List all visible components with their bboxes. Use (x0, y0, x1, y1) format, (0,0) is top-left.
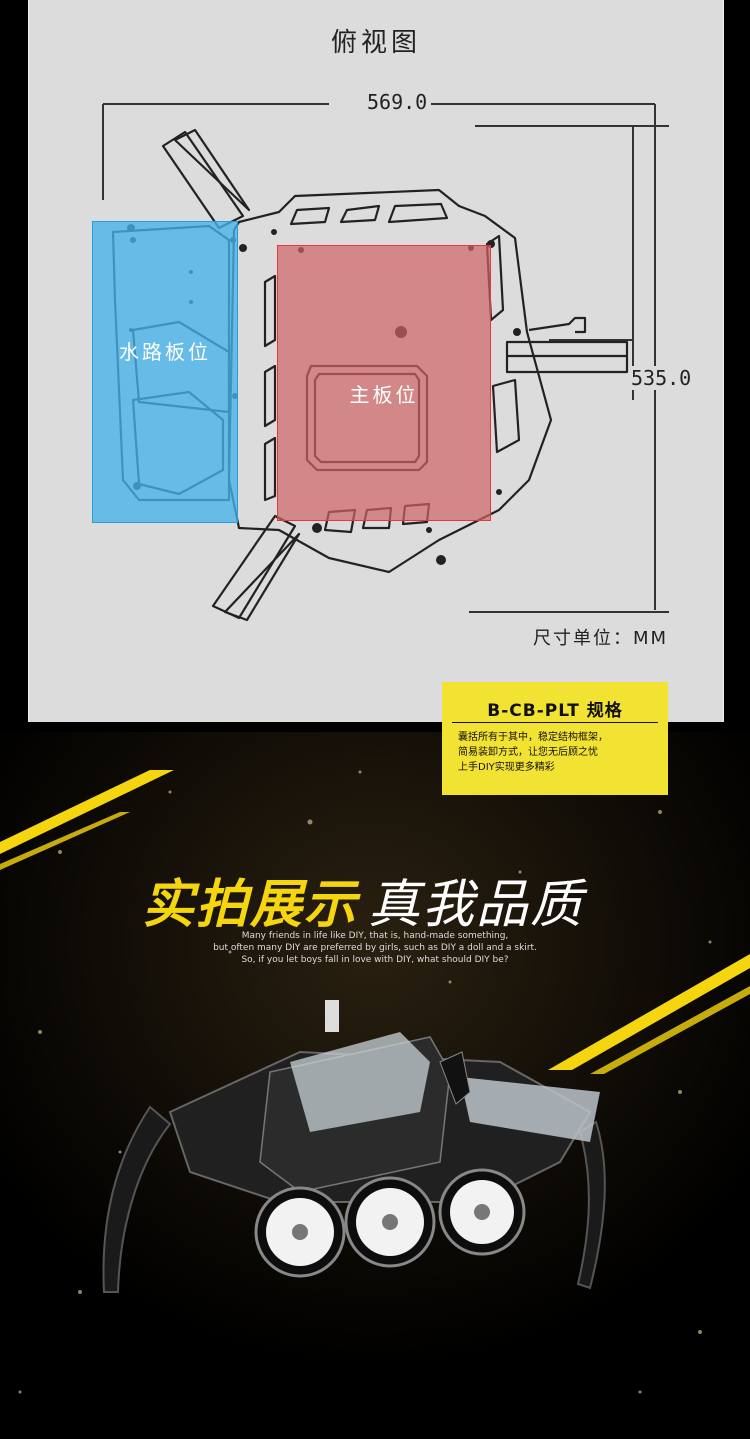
english-line-2: but often many DIY are preferred by girl… (213, 943, 537, 953)
height-dimension: 535.0 (629, 366, 694, 390)
top-view-drawing: 俯视图 (28, 0, 724, 722)
spec-line-3: 上手DIY实现更多精彩 (458, 762, 555, 773)
headline-white: 真我品质 (368, 875, 585, 935)
water-plate-zone: 水路板位 (92, 221, 238, 523)
english-line-3: So, if you let boys fall in love with DI… (241, 955, 509, 965)
spec-card: B-CB-PLT 规格 囊括所有于其中，稳定结构框架， 简易装卸方式，让您无后顾… (442, 682, 668, 795)
spec-body: 囊括所有于其中，稳定结构框架， 简易装卸方式，让您无后顾之忧 上手DIY实现更多… (458, 730, 658, 775)
english-line-1: Many friends in life like DIY, that is, … (241, 931, 509, 941)
spec-divider (452, 722, 658, 723)
water-plate-zone-label: 水路板位 (119, 339, 211, 364)
mainboard-zone-label: 主板位 (349, 382, 419, 407)
spec-title: B-CB-PLT 规格 (487, 701, 623, 721)
headline-yellow: 实拍展示 (142, 875, 359, 935)
spec-line-2: 简易装卸方式，让您无后顾之忧 (458, 747, 598, 758)
english-caption: Many friends in life like DIY, that is, … (0, 930, 750, 966)
mainboard-zone: 主板位 (277, 245, 491, 521)
spec-line-1: 囊括所有于其中，稳定结构框架， (458, 732, 608, 743)
drawing-title: 俯视图 (330, 28, 421, 58)
unit-label: 尺寸单位：MM (533, 628, 669, 649)
starfield-background (0, 732, 750, 1439)
showcase-headline: 实拍展示真我品质 (142, 862, 584, 937)
case-photo (102, 1000, 606, 1293)
width-dimension: 569.0 (363, 90, 432, 114)
